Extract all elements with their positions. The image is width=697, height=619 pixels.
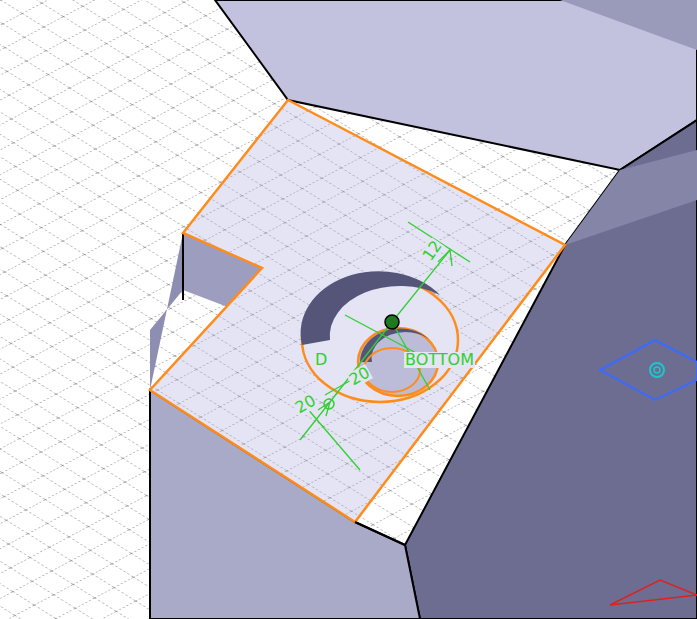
upper-side (560, 0, 697, 50)
hole-anchor (385, 315, 399, 329)
plane-marker (610, 580, 697, 605)
dimension-label: D (314, 352, 328, 368)
chamfer-face (565, 150, 697, 245)
dimension-label: BOTTOM (404, 352, 475, 368)
dimension-lines (300, 222, 470, 470)
selected-face-outline (150, 100, 565, 522)
top-face (150, 100, 565, 522)
axis-marker (600, 340, 697, 400)
